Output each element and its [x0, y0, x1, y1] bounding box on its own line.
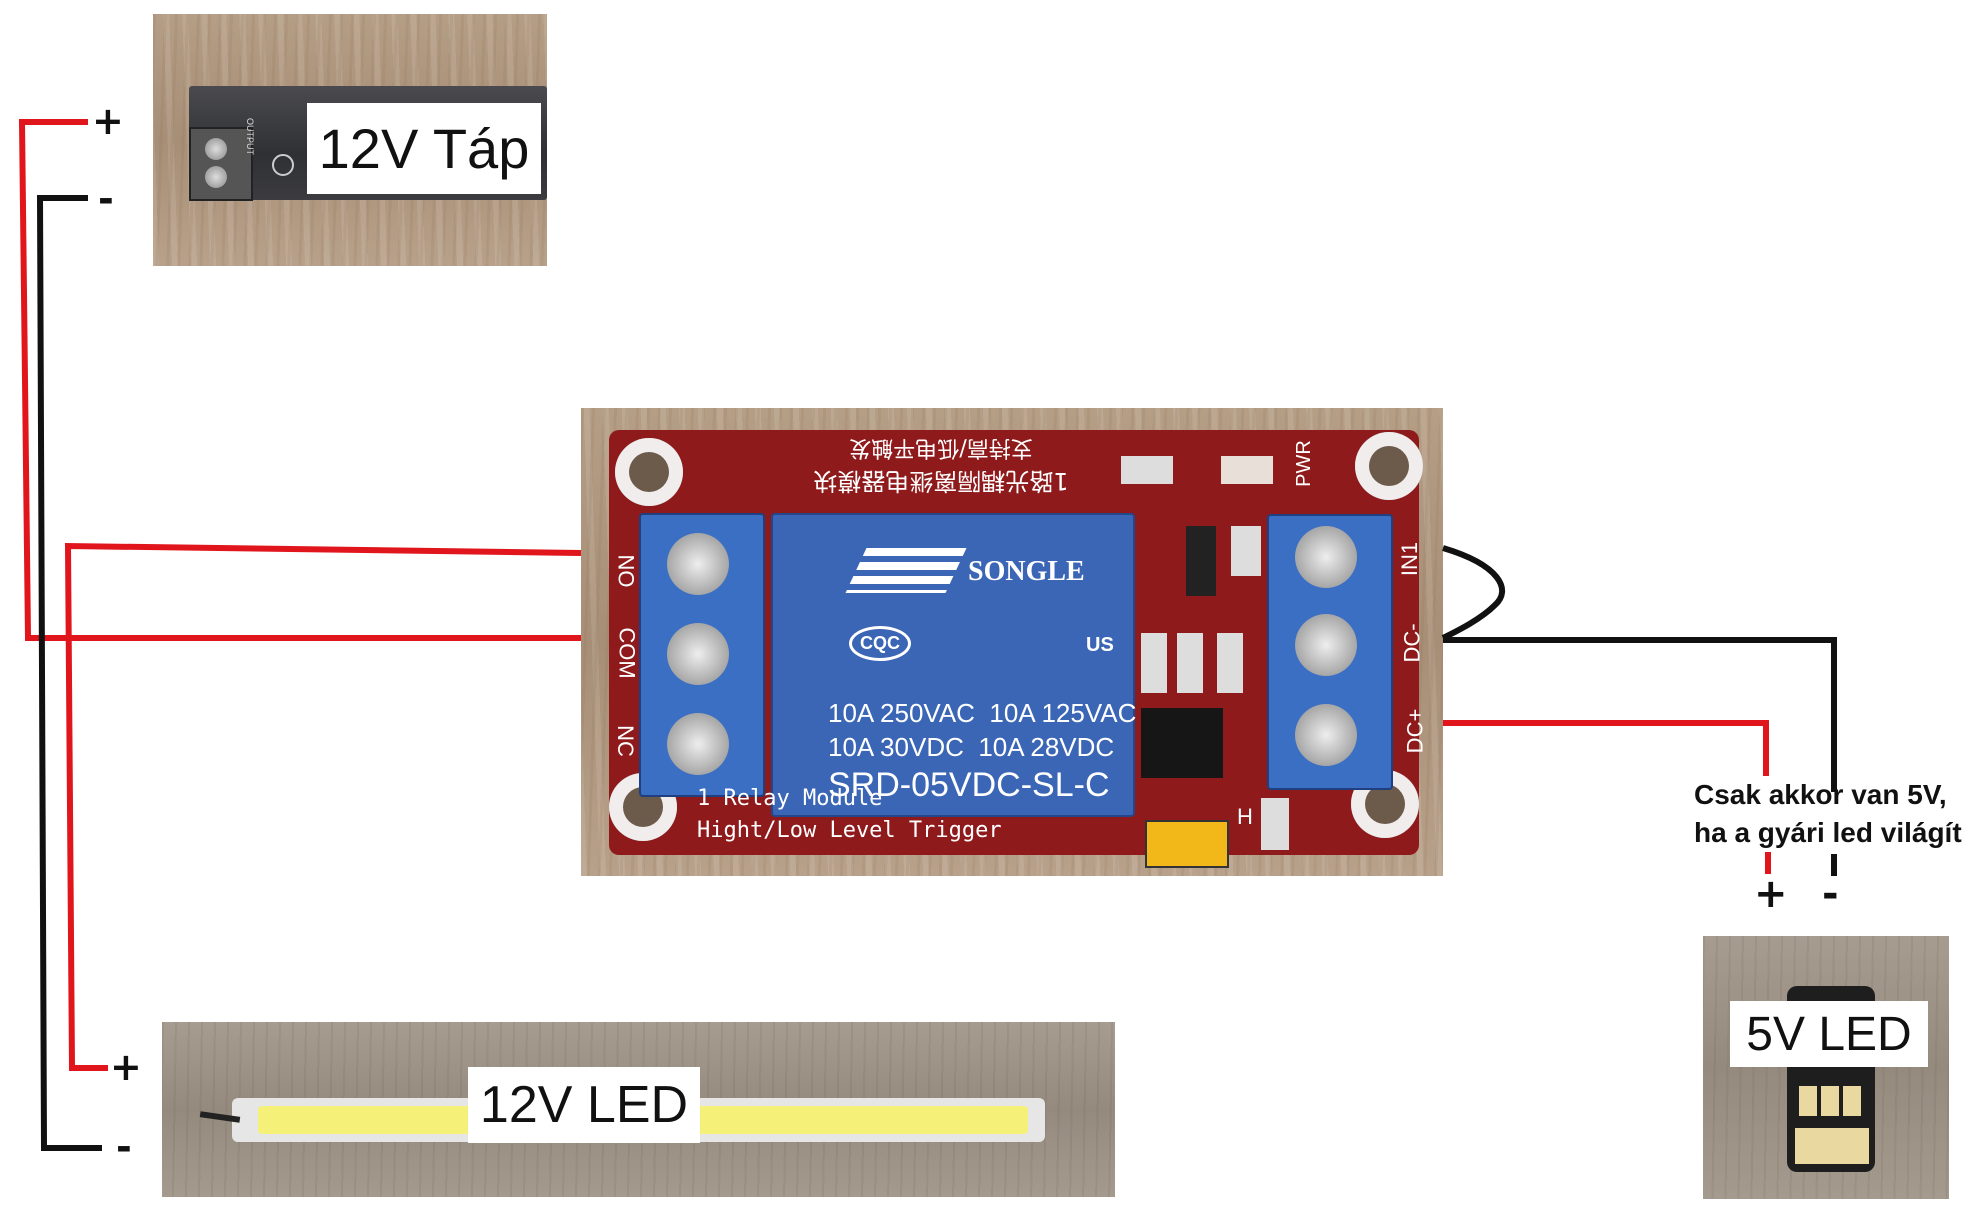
chinese-print-2: 支持高/低电平触发: [849, 435, 1033, 460]
wire-dcminus-to-5v-negative: [1443, 637, 1837, 792]
led-12v-plus-mark: +: [110, 1045, 142, 1089]
led-5v-label: 5V LED: [1730, 1001, 1928, 1067]
relay-rating-2: 10A 30VDC 10A 28VDC: [828, 732, 1115, 762]
print-no: NO: [613, 554, 639, 588]
ul-mark-print: US: [1086, 634, 1114, 656]
wire-psu-negative: [36, 195, 102, 1151]
songle-logo-icon: [845, 548, 967, 593]
power-supply-label: 12V Táp: [307, 103, 541, 194]
led-12v-minus-mark: -: [116, 1125, 132, 1169]
print-dcminus: DC-: [1399, 623, 1425, 663]
optocoupler: [1141, 708, 1223, 778]
terminal-screw-no: [667, 533, 729, 595]
terminal-screw-nc: [667, 713, 729, 775]
psu-plus-mark: +: [92, 99, 124, 143]
chinese-print-1: 1路光耦隔离继电器模块: [813, 467, 1069, 495]
pwr-led: [1221, 456, 1273, 484]
led-5v-pad: [1799, 1086, 1817, 1116]
relay-module-photo: 1路光耦隔离继电器模块 支持高/低电平触发 NO COM NC SONGLE C…: [581, 408, 1443, 876]
relay-brand-print: SONGLE: [968, 556, 1085, 587]
note-5v-condition: Csak akkor van 5V, ha a gyári led világí…: [1694, 776, 1979, 852]
trigger-jumper: [1145, 820, 1229, 868]
print-nc: NC: [612, 725, 638, 757]
relay-rating-1: 10A 250VAC 10A 125VAC: [828, 698, 1137, 728]
print-dcplus: DC+: [1402, 708, 1428, 754]
smd-component: [1177, 633, 1203, 693]
led-5v-plus-mark: +: [1754, 871, 1788, 917]
led-5v-photo: [1703, 936, 1949, 1199]
terminal-screw-bottom: [205, 166, 227, 188]
smd-component: [1121, 456, 1173, 484]
note-line-1: Csak akkor van 5V,: [1694, 779, 1947, 810]
led-12v-label: 12V LED: [468, 1067, 700, 1143]
mount-hole-tr: [1355, 432, 1423, 500]
note-line-2: ha a gyári led világít: [1694, 816, 1962, 848]
smd-component: [1186, 526, 1216, 596]
board-print-2: Hight/Low Level Trigger: [697, 818, 1002, 843]
cqc-mark-print: CQC: [849, 626, 911, 661]
print-com: COM: [614, 627, 640, 679]
smd-component: [1141, 633, 1167, 693]
relay-model-print: SRD-05VDC-SL-C: [828, 766, 1110, 804]
terminal-screw-top: [205, 138, 227, 160]
print-pwr: PWR: [1292, 440, 1315, 487]
terminal-screw-dcminus: [1295, 614, 1357, 676]
mount-hole-tl: [615, 438, 683, 506]
terminal-screw-dcplus: [1295, 704, 1357, 766]
output-print: OUTPUT: [245, 118, 255, 155]
wire-no-to-led-positive: [64, 542, 582, 1071]
wire-dcplus-to-5v-positive: [1443, 720, 1769, 776]
led-5v-pad: [1821, 1086, 1839, 1116]
smd-component: [1217, 633, 1243, 693]
power-supply-terminal-block: [189, 127, 253, 201]
led-5v-pad: [1843, 1086, 1861, 1116]
print-jumper-h: H: [1237, 804, 1253, 829]
smd-component: [1231, 526, 1261, 576]
terminal-screw-com: [667, 623, 729, 685]
smd-component: [1261, 798, 1289, 850]
ground-symbol-icon: [272, 154, 294, 176]
led-5v-minus-mark: -: [1822, 871, 1839, 917]
wire-in1-dcminus-loop: [1441, 545, 1506, 641]
psu-minus-mark: -: [98, 177, 114, 221]
led-5v-pad: [1795, 1128, 1869, 1164]
print-in1: IN1: [1397, 541, 1423, 577]
board-print-1: 1 Relay Module: [697, 786, 883, 811]
terminal-screw-in1: [1295, 526, 1357, 588]
